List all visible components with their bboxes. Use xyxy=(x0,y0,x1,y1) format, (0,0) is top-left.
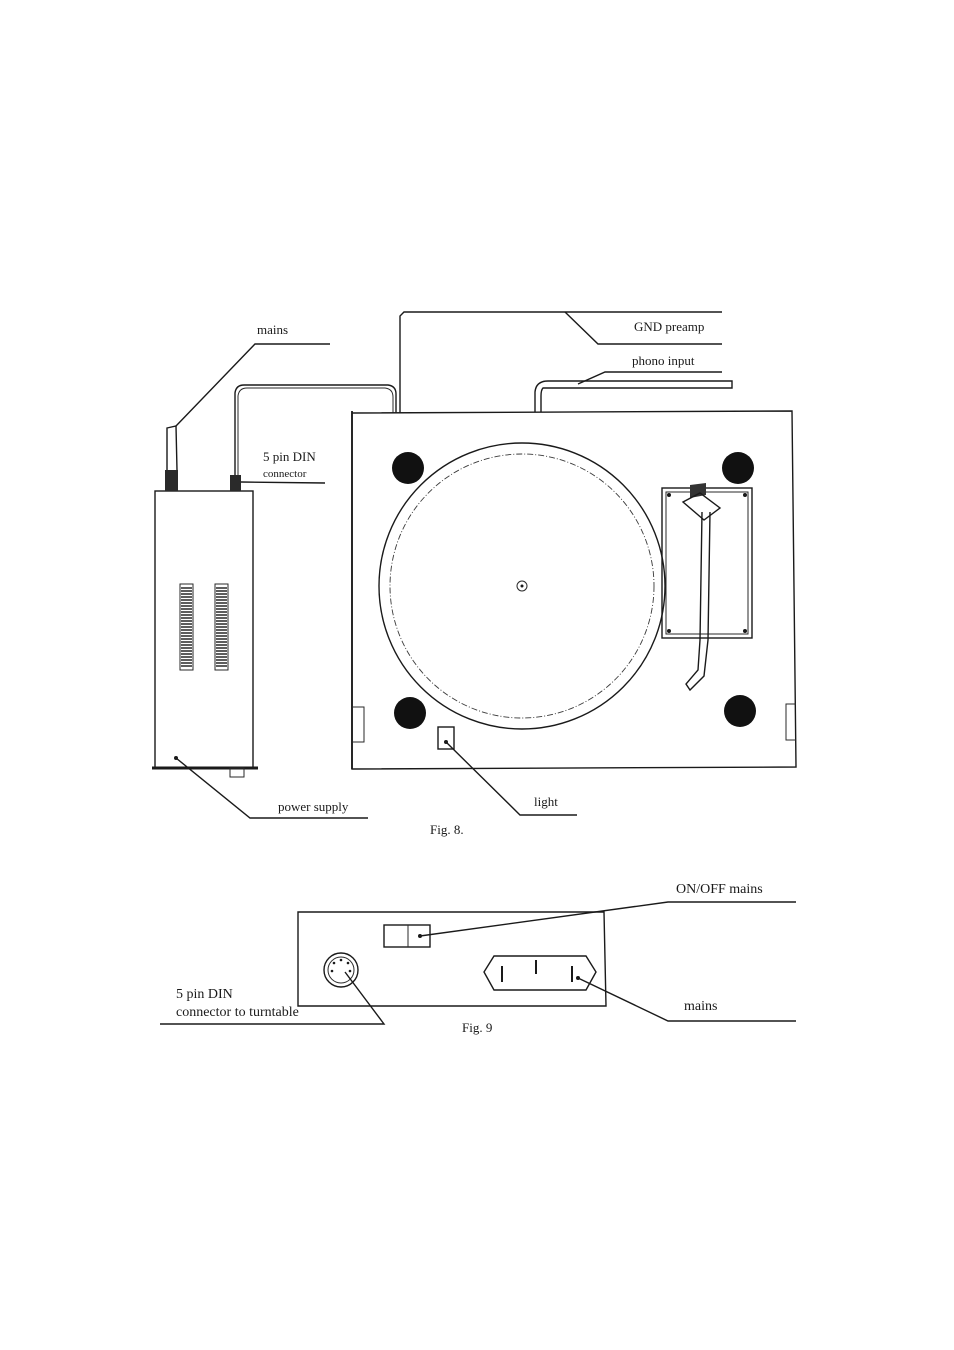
label-din-line1: 5 pin DIN xyxy=(263,449,316,464)
leader-phono xyxy=(578,372,722,384)
leader-on-off xyxy=(420,902,796,936)
label-power-supply: power supply xyxy=(278,799,349,814)
foot-bottom-right xyxy=(724,695,756,727)
vent-slots-right xyxy=(216,588,227,666)
label-din-line2: connector xyxy=(263,468,307,480)
mains-socket xyxy=(484,956,596,990)
label-light: light xyxy=(534,794,558,809)
label-mains-fig9: mains xyxy=(684,999,717,1014)
foot-bottom-left xyxy=(394,697,426,729)
figure-9: ON/OFF mains 5 pin DIN connector to turn… xyxy=(160,882,796,1035)
tonearm-board xyxy=(662,488,752,638)
power-supply-unit xyxy=(152,426,258,777)
figure-8: mains GND preamp phono input 5 pin DIN c… xyxy=(152,312,796,837)
label-din-fig9-line1: 5 pin DIN xyxy=(176,987,233,1002)
label-phono-input: phono input xyxy=(632,353,695,368)
light-switch xyxy=(438,727,454,749)
foot-top-right xyxy=(722,452,754,484)
label-mains: mains xyxy=(257,322,288,337)
label-din-fig9-line2: connector to turntable xyxy=(176,1005,299,1020)
phono-input-cable xyxy=(535,381,732,412)
foot-top-left xyxy=(392,452,424,484)
vent-slots-left xyxy=(181,588,192,666)
figure-9-caption: Fig. 9 xyxy=(462,1020,492,1035)
tonearm xyxy=(683,483,720,690)
leader-din xyxy=(241,482,325,483)
turntable xyxy=(352,411,796,769)
power-supply-back-panel xyxy=(298,912,606,1006)
figure-8-caption: Fig. 8. xyxy=(430,822,464,837)
label-on-off-mains: ON/OFF mains xyxy=(676,882,763,897)
label-gnd-preamp: GND preamp xyxy=(634,319,704,334)
